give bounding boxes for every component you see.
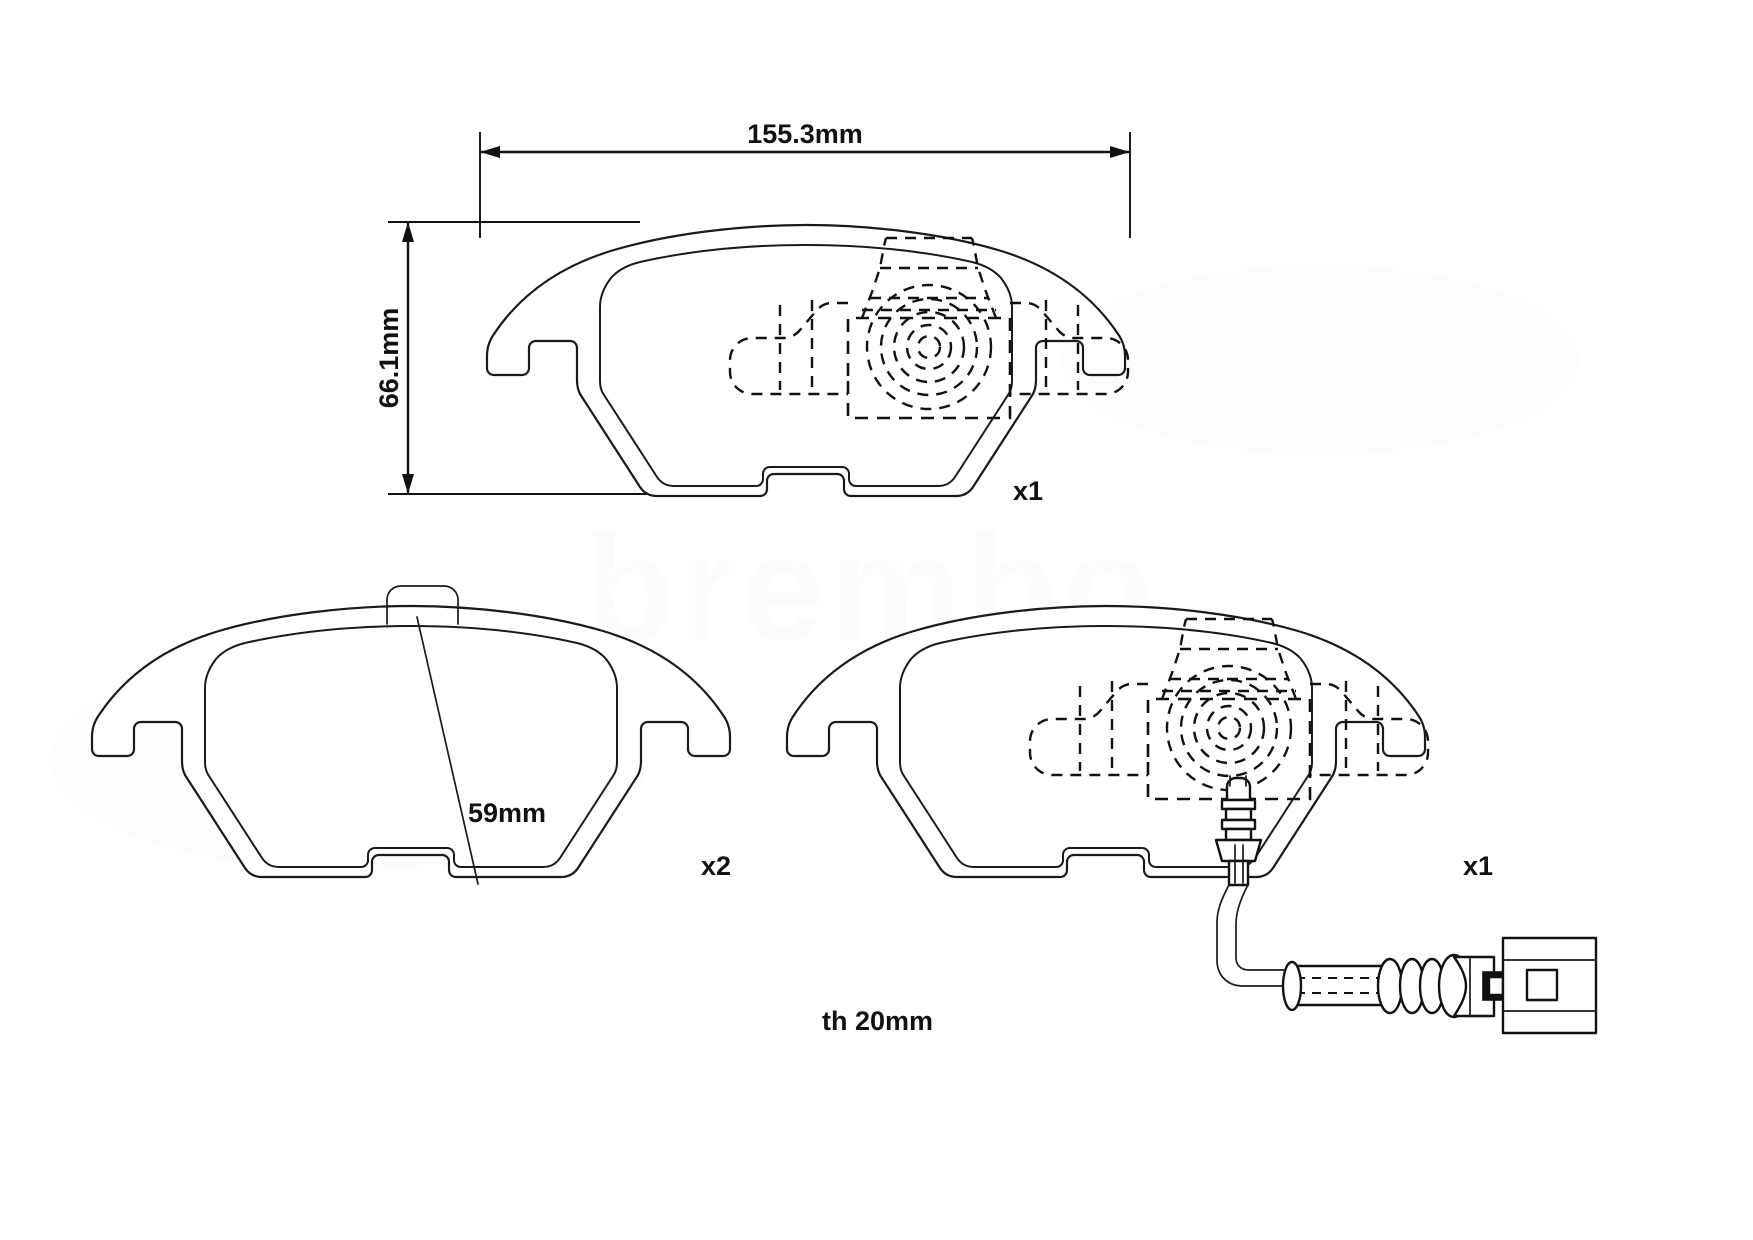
sensor-connector-keyway — [1525, 968, 1559, 1002]
sensor-tip-body — [1225, 776, 1252, 802]
pad-bottom-right-boss-circle-5 — [1216, 715, 1242, 741]
pad-top: x1 — [485, 223, 1130, 506]
pad-bottom-right-mount-right-wing — [1310, 682, 1430, 777]
width-right-arrowhead — [1110, 146, 1130, 158]
pad-top-boss-circle-2 — [879, 297, 979, 397]
pad-bottom-right-mount-left-wing — [1028, 682, 1148, 777]
pad-bottom-right-boss-circle-2 — [1179, 678, 1279, 778]
sensor-cable-upper — [1216, 884, 1291, 987]
pad-top-boss-circle-4 — [905, 323, 953, 371]
pad-top-hidden-mount — [728, 236, 1130, 420]
pad-bottom-right-quantity-label: x1 — [1463, 851, 1493, 881]
width-left-arrowhead — [480, 146, 500, 158]
pad-top-boss-circle-3 — [892, 310, 966, 384]
sensor-sleeve-cap-right — [1376, 957, 1404, 1015]
pad-bottom-left-top-tab — [386, 585, 459, 625]
pad-bottom-right-boss-circle-3 — [1192, 691, 1266, 765]
pad-top-boss-circle-1 — [865, 283, 993, 411]
pad-bottom-right-stem-right — [1270, 618, 1298, 700]
pad-top-outline — [485, 223, 1127, 498]
pad-top-boss-circle-5 — [916, 334, 942, 360]
sensor-collar-3 — [1220, 818, 1257, 831]
sensor-base-flange — [1214, 838, 1263, 863]
sensor-connector-latch-inner — [1487, 975, 1505, 997]
width-dimension-label: 155.3mm — [747, 119, 863, 149]
pad-bottom-left: 59mm x2 — [90, 585, 732, 885]
pad-bottom-left-friction-outline — [204, 625, 618, 868]
pad-bottom-left-outline — [90, 604, 732, 879]
dimension-group-height: 66.1mm — [374, 221, 660, 495]
sensor-collar-1 — [1220, 798, 1257, 811]
inner-height-label: 59mm — [468, 798, 546, 828]
height-dimension-label: 66.1mm — [374, 308, 404, 409]
pad-top-stem-right — [970, 237, 998, 319]
sensor-collar-4 — [1224, 827, 1253, 842]
height-top-arrowhead — [402, 222, 414, 242]
pad-top-mount-right-wing — [1010, 301, 1130, 396]
pad-bottom-right-stem-left — [1160, 618, 1188, 700]
sensor-collar-2 — [1224, 807, 1253, 822]
pad-bottom-right-outline — [785, 604, 1427, 879]
pad-top-quantity-label: x1 — [1013, 476, 1043, 506]
pad-top-friction-outline — [599, 244, 1013, 487]
sensor-sleeve-cap-left — [1281, 960, 1303, 1012]
wear-sensor-assembly — [1214, 775, 1598, 1035]
pad-bottom-right-boss-circle-4 — [1205, 704, 1253, 752]
pad-bottom-right-hidden-mount — [1028, 617, 1430, 801]
watermark-ellipse-right — [1060, 265, 1580, 455]
pad-top-mount-left-wing — [728, 301, 848, 396]
pad-bottom-right: x1 — [785, 604, 1598, 1035]
thickness-label: th 20mm — [822, 1006, 933, 1036]
sensor-cable-lower — [1235, 884, 1291, 971]
pad-bottom-left-quantity-label: x2 — [701, 851, 731, 881]
sensor-shaft — [1227, 859, 1250, 887]
dimension-group-width: 155.3mm — [479, 119, 1131, 238]
pad-top-stem-left — [860, 237, 888, 319]
sensor-cable-sleeve — [1288, 964, 1394, 1007]
height-bottom-arrowhead — [402, 474, 414, 494]
pad-bottom-left-dimension-leader — [416, 616, 479, 885]
